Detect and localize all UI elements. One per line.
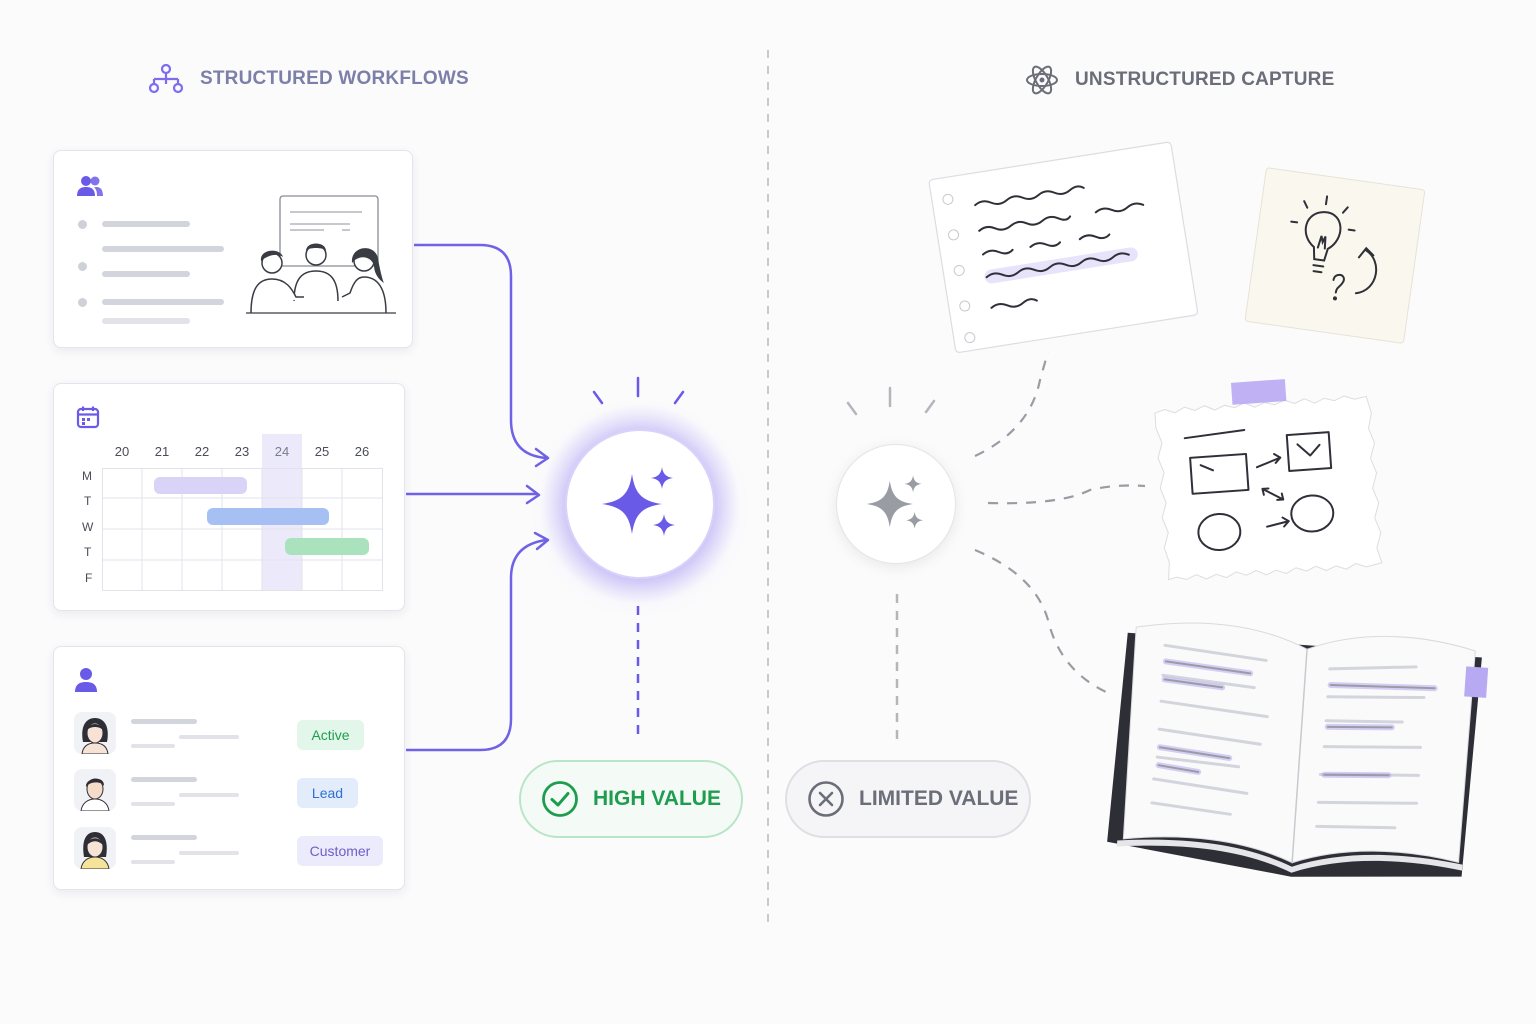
text-placeholder-line xyxy=(102,221,190,227)
calendar-date: 23 xyxy=(234,444,250,459)
status-badge-lead: Lead xyxy=(297,778,358,808)
ray xyxy=(592,390,604,405)
high-value-badge: HIGH VALUE xyxy=(519,760,743,838)
lined-note xyxy=(928,141,1199,353)
diagram-sketch-note xyxy=(1154,379,1383,581)
check-circle-icon xyxy=(542,781,578,817)
users-icon xyxy=(77,176,103,196)
text-placeholder-line xyxy=(131,860,175,864)
event-bar[interactable] xyxy=(285,538,369,555)
structured-workflows-heading: STRUCTURED WORKFLOWS xyxy=(148,64,469,94)
limited-value-badge: LIMITED VALUE xyxy=(785,760,1031,838)
ray xyxy=(846,401,858,416)
status-badge-customer: Customer xyxy=(297,836,383,866)
event-bar[interactable] xyxy=(154,477,247,494)
meeting-card xyxy=(53,150,413,348)
text-placeholder-line xyxy=(179,735,239,739)
dashed-curve xyxy=(974,351,1050,457)
bullet-dot xyxy=(78,220,87,229)
meeting-illustration xyxy=(246,195,396,314)
text-placeholder-line xyxy=(131,802,175,806)
calendar-date: 25 xyxy=(314,444,330,459)
calendar-icon xyxy=(76,406,100,429)
text-placeholder-line xyxy=(131,744,175,748)
unstructured-capture-heading: UNSTRUCTURED CAPTURE xyxy=(1025,64,1334,96)
text-placeholder-line xyxy=(131,777,197,782)
text-placeholder-line xyxy=(131,835,197,840)
avatar xyxy=(74,769,116,811)
calendar-date: 22 xyxy=(194,444,210,459)
user-icon xyxy=(75,668,97,692)
calendar-card: 20 21 22 23 24 25 26 M T W T F xyxy=(53,383,405,611)
weekday-label: W xyxy=(82,520,94,534)
section-title: UNSTRUCTURED CAPTURE xyxy=(1075,69,1335,90)
dashed-curve xyxy=(987,484,1146,505)
atom-icon xyxy=(1026,65,1058,95)
status-badge-active: Active xyxy=(297,720,364,750)
text-placeholder-line xyxy=(102,318,190,324)
high-value-label: HIGH VALUE xyxy=(593,787,721,810)
bullet-dot xyxy=(78,262,87,271)
calendar-date: 21 xyxy=(154,444,170,459)
text-placeholder-line xyxy=(102,271,190,277)
ai-hub-active[interactable] xyxy=(565,429,715,579)
text-placeholder-line xyxy=(131,719,197,724)
ray xyxy=(924,399,936,414)
x-circle-icon xyxy=(808,781,844,817)
ai-hub-inactive[interactable] xyxy=(836,444,956,564)
arrowhead xyxy=(534,447,550,468)
text-placeholder-line xyxy=(179,793,239,797)
limited-value-label: LIMITED VALUE xyxy=(859,787,1019,810)
event-bar[interactable] xyxy=(207,508,329,525)
weekday-label: F xyxy=(85,571,93,585)
arrowhead xyxy=(525,484,541,505)
sparkle-icon xyxy=(602,467,675,536)
contacts-card: Active Lead Customer xyxy=(53,646,405,890)
calendar-date: 20 xyxy=(114,444,130,459)
lightbulb-sticky-note xyxy=(1244,167,1426,344)
center-divider xyxy=(767,50,769,930)
connector-arrow xyxy=(414,243,547,460)
sparkle-icon xyxy=(866,475,924,529)
bullet-dot xyxy=(78,298,87,307)
text-placeholder-line xyxy=(179,851,239,855)
calendar-date: 26 xyxy=(354,444,370,459)
workflow-icon xyxy=(148,64,184,94)
calendar-date-highlighted: 24 xyxy=(274,444,290,459)
avatar xyxy=(74,827,116,869)
open-notebook xyxy=(1107,622,1489,877)
connector-arrow xyxy=(406,538,547,752)
section-title: STRUCTURED WORKFLOWS xyxy=(200,68,469,89)
ray xyxy=(673,390,685,405)
text-placeholder-line xyxy=(102,246,224,252)
weekday-label: T xyxy=(84,545,92,559)
weekday-label: T xyxy=(84,494,92,508)
text-placeholder-line xyxy=(102,299,224,305)
dashed-curve xyxy=(974,548,1107,693)
weekday-label: M xyxy=(82,469,92,483)
avatar xyxy=(74,712,116,754)
